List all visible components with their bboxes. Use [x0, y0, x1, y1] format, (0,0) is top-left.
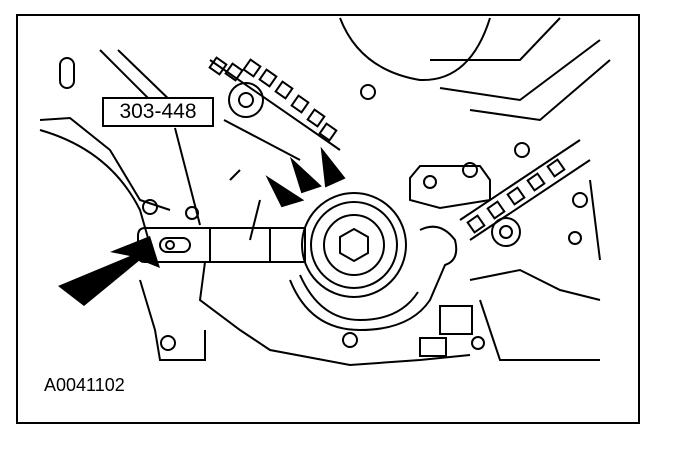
bolt-hole-right: [572, 192, 588, 208]
bolt-hole-top-mid: [360, 84, 376, 100]
tool-pin: [165, 240, 175, 250]
bolt-hole-right-lower: [568, 231, 582, 245]
bolt-hole-bottom-left: [185, 206, 199, 220]
arrow-upper-left: [265, 175, 305, 208]
tensioner-arm: [289, 225, 458, 332]
arrow-upper-mid: [289, 156, 322, 194]
bracket-bolt-2: [423, 175, 437, 189]
housing-outline-lower: [198, 169, 471, 367]
special-tool-step: [209, 228, 271, 262]
arrow-tool-pointer: [58, 236, 160, 306]
chain-guide-pulley-right-hub: [499, 225, 513, 239]
bolt-hole-top-right: [514, 142, 530, 158]
mount-block-lower: [419, 337, 447, 357]
timing-chain-right: [459, 139, 591, 241]
bolt-hole-lower-left: [160, 335, 176, 351]
timing-chain-upper: [208, 56, 341, 161]
mount-block: [439, 305, 473, 335]
slot-hole: [59, 57, 75, 89]
chain-guide-pulley-hub: [238, 92, 254, 108]
figure-id: A0041102: [44, 375, 125, 395]
tool-number-callout: 303-448: [102, 97, 214, 127]
tool-number-label: 303-448: [119, 100, 197, 123]
special-tool-body: [137, 227, 306, 263]
crankshaft-sprocket-inner: [323, 214, 385, 276]
crankshaft-sprocket-outer: [301, 192, 407, 298]
cam-sprocket-outline: [339, 17, 491, 82]
tool-slot: [159, 237, 191, 253]
arrow-upper-right: [320, 146, 346, 188]
chain-guide-pulley-right: [491, 217, 521, 247]
crankshaft-bolt-hex: [339, 227, 369, 263]
bolt-hole-bottom-right: [471, 336, 485, 350]
bracket-bolt: [462, 162, 478, 178]
crankshaft-sprocket-mid: [310, 201, 398, 289]
tensioner-bracket: [409, 165, 491, 210]
housing-outline-left: [39, 129, 206, 361]
housing-outline-bottom-right: [469, 179, 601, 361]
bolt-hole-bottom: [342, 332, 358, 348]
illustration-frame: [16, 14, 640, 424]
bolt-hole-left: [142, 199, 158, 215]
tensioner-arm-inner: [299, 274, 419, 322]
chain-guide-pulley: [228, 82, 264, 118]
housing-outline-top-right: [430, 17, 611, 122]
